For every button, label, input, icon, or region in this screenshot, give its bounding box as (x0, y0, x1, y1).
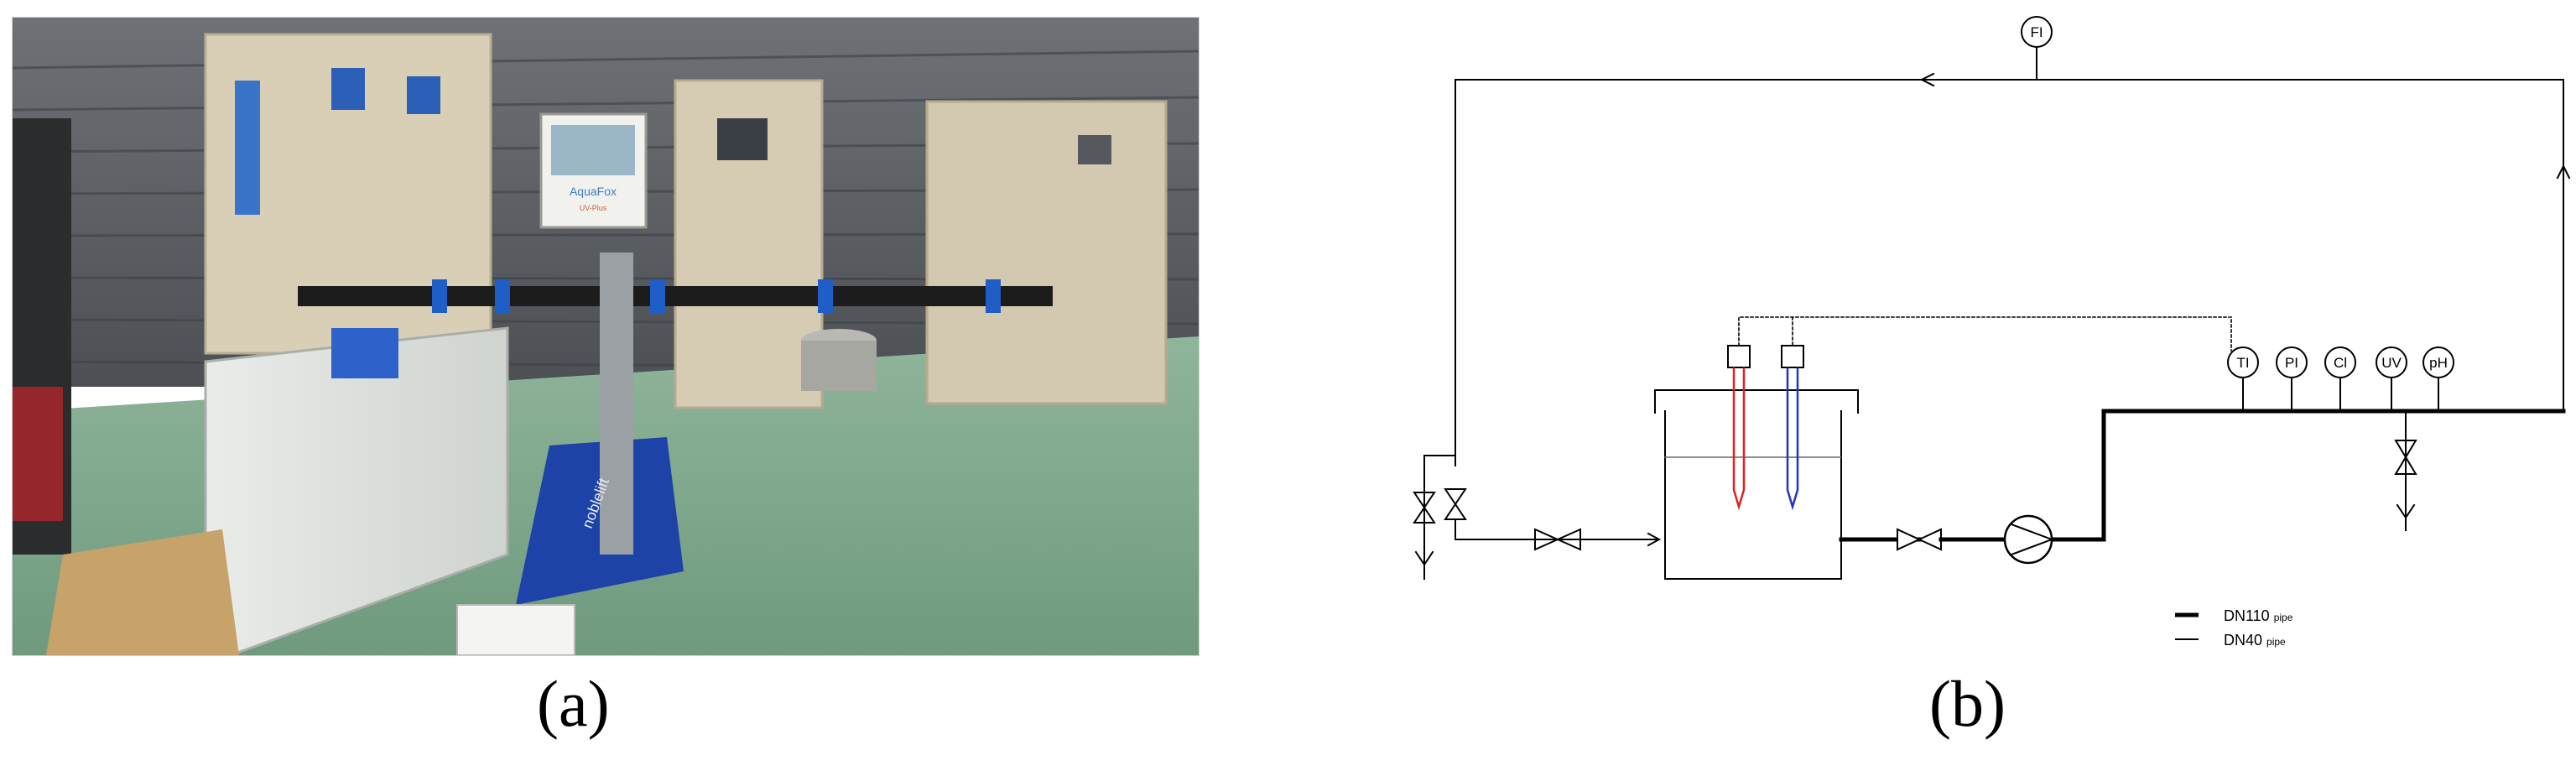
pump-symbol (2010, 523, 2054, 556)
drain-valve-right-bottom (2394, 456, 2417, 475)
legend-thick-label: DN110 pipe (2224, 607, 2293, 624)
left-drain-pipe (1423, 455, 1456, 542)
drain-arrow-right (2396, 503, 2416, 519)
caption-b: (b) (1929, 667, 2006, 740)
pipe-fittings (432, 279, 1001, 313)
pilot-rig-photo: AquaFox UV-Plus noblelift (13, 18, 1199, 655)
tank-lid (1654, 389, 1859, 414)
pid-panel: FI TI PI Cl UV pH DN110 pipe DN40 pipe (1376, 0, 2576, 671)
main-pipe (298, 286, 1053, 306)
ti-bubble (2227, 346, 2259, 378)
monitor-brand: AquaFox (570, 185, 617, 198)
instrument-panel-3 (925, 100, 1168, 405)
analyzer-blue-2 (407, 76, 440, 114)
drain-valve-right-top (2394, 440, 2417, 459)
dosing-pump (331, 328, 398, 378)
analyzer-blue-1 (331, 68, 365, 110)
signal-line (1738, 316, 2232, 352)
tank-inlet-arrow (1647, 532, 1662, 547)
caption-a: (a) (537, 667, 610, 740)
probe-head-hot (1727, 345, 1751, 368)
wooden-pallet (46, 529, 239, 655)
pid-diagram: FI TI PI Cl UV pH DN110 pipe DN40 pipe (1413, 16, 2571, 649)
cl-bubble (2324, 346, 2356, 378)
white-crate (456, 604, 575, 655)
monitor-screen (551, 125, 635, 175)
cl-label: Cl (2334, 355, 2347, 371)
uv-bubble (2376, 346, 2407, 378)
drain-valve-left-bottom (1413, 506, 1436, 524)
inlet-valve-left (1534, 528, 1560, 551)
analyzer-dark (717, 118, 768, 160)
monitor-sub: UV-Plus (580, 204, 607, 212)
uv-label: UV (2381, 355, 2402, 371)
process-tank (1664, 410, 1842, 580)
pi-label: PI (2285, 355, 2298, 371)
photo-panel: AquaFox UV-Plus noblelift (12, 17, 1200, 656)
flow-arrow-top (1919, 72, 1935, 87)
heating-coil (1732, 367, 1746, 511)
loop-valve-bottom (1444, 503, 1467, 520)
ph-bubble (2422, 346, 2454, 378)
pi-bubble (2276, 346, 2308, 378)
drain-valve-left-top (1413, 492, 1436, 509)
legend-thin-label: DN40 pipe (2224, 632, 2286, 649)
outlet-valve-right (1917, 528, 1942, 551)
fi-label: FI (2030, 24, 2043, 40)
red-pump (13, 387, 63, 521)
fi-bubble (2021, 16, 2053, 48)
circulation-pump (2003, 514, 2053, 565)
blue-rail (235, 81, 260, 215)
steel-vessel (801, 341, 877, 391)
loop-valve-top (1444, 488, 1467, 506)
ti-label: TI (2236, 355, 2249, 371)
inlet-valve-right (1555, 528, 1581, 551)
probe-head-cold (1781, 345, 1804, 368)
pallet-jack-handle (600, 253, 633, 555)
analyzer-grey (1078, 135, 1111, 164)
cooling-coil (1786, 367, 1799, 511)
pump-discharge-pipe (2044, 409, 2566, 542)
ph-label: pH (2429, 355, 2448, 371)
flow-arrow-riser (2556, 164, 2571, 180)
return-loop-pipe (1455, 79, 2564, 466)
tank-inlet-pipe (1455, 518, 1657, 540)
outlet-valve-left (1897, 528, 1922, 551)
